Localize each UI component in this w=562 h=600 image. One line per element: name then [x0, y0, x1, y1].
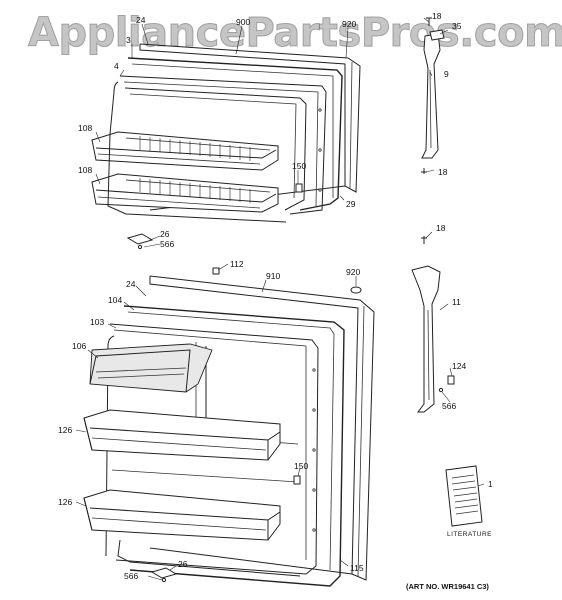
callout-126-a: 126	[58, 425, 73, 435]
callout-150-bottom: 150	[294, 461, 309, 471]
callout-900: 900	[236, 17, 251, 27]
callout-26-bottom: 26	[178, 559, 188, 569]
callout-3: 3	[126, 35, 131, 45]
callout-11: 11	[452, 297, 461, 307]
callout-106: 106	[72, 341, 87, 351]
freezer-door-assembly	[91, 17, 445, 250]
callout-29: 29	[346, 199, 356, 209]
callout-920-top: 920	[342, 19, 357, 29]
callout-104: 104	[108, 295, 123, 305]
callout-18-bottom: 18	[436, 223, 446, 233]
callout-920-bottom: 920	[346, 267, 361, 277]
callout-4: 4	[114, 61, 119, 71]
callout-103: 103	[90, 317, 105, 327]
callout-35: 35	[452, 21, 462, 31]
callout-108-a: 108	[78, 123, 93, 133]
callout-9: 9	[444, 69, 449, 79]
callout-112: 112	[230, 259, 244, 269]
callout-108-b: 108	[78, 165, 93, 175]
callout-24-top: 24	[136, 15, 146, 25]
callout-115: 115	[350, 563, 364, 573]
callout-24-bottom: 24	[126, 279, 136, 289]
callout-566-top: 566	[160, 239, 175, 249]
callout-18-top-a: 18	[432, 11, 442, 21]
callout-1: 1	[488, 479, 493, 489]
leader-lines	[75, 17, 485, 581]
fresh-food-door-assembly	[83, 236, 483, 587]
callout-910: 910	[266, 271, 281, 281]
art-number: (ART NO. WR19641 C3)	[406, 582, 489, 591]
callout-18-top-b: 18	[438, 167, 448, 177]
callout-150-top: 150	[292, 161, 307, 171]
callout-566-bottom: 566	[124, 571, 139, 581]
callout-126-b: 126	[58, 497, 73, 507]
callout-566-right: 566	[442, 401, 457, 411]
literature-label: LITERATURE	[447, 531, 492, 538]
callout-124: 124	[452, 361, 467, 371]
callout-26-top: 26	[160, 229, 170, 239]
